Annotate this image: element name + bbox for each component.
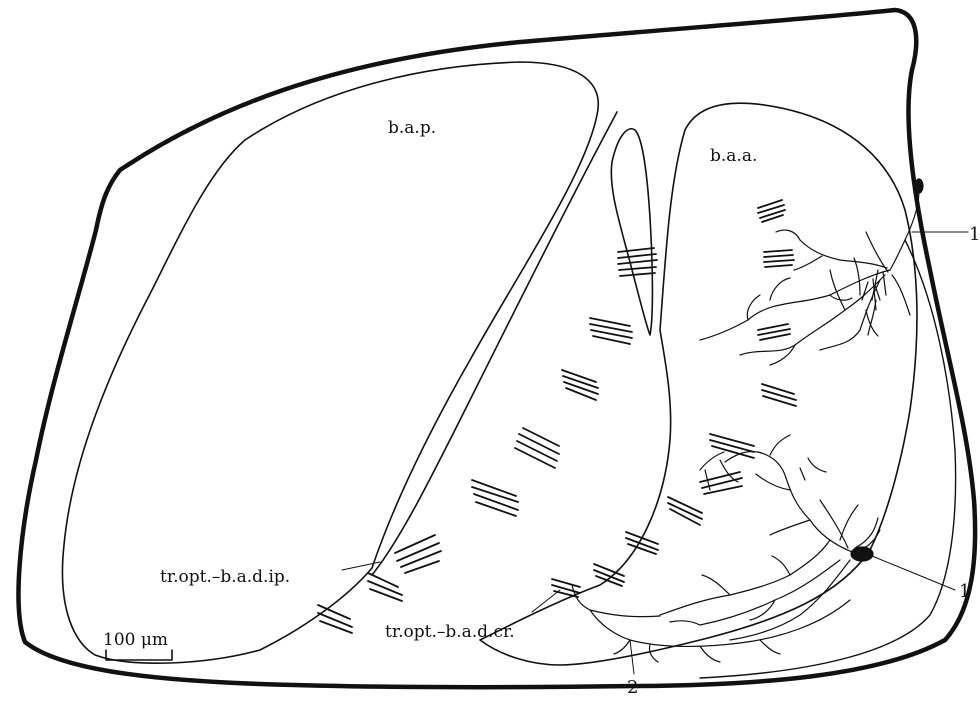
bundle: [562, 370, 598, 400]
label-tract-ipsilateral: tr.opt.–b.a.d.ip.: [160, 567, 290, 587]
label-neuron-lower-number: 1: [959, 581, 970, 602]
lobe-posterior-outline: [62, 62, 598, 663]
bundle: [318, 605, 352, 633]
label-lobe-posterior: b.a.p.: [388, 118, 436, 138]
bundle: [710, 434, 754, 458]
bundle: [764, 250, 794, 267]
bundle: [515, 428, 559, 468]
leader-lines: [342, 232, 968, 674]
bundle: [594, 564, 624, 586]
lobe-anterior-outline: [480, 103, 917, 665]
leader-neuron-lower: [872, 556, 955, 590]
bundle: [368, 573, 402, 601]
optic-tract-bundles: [318, 200, 796, 633]
neuron-upper-soma: [915, 179, 923, 193]
neuron-upper: [700, 179, 923, 365]
intermediate-tongue: [611, 129, 652, 335]
leader-fibre-2: [630, 640, 634, 674]
leader-tract-ipsilateral: [342, 562, 380, 570]
scale-bar: [106, 650, 172, 660]
bundle: [762, 384, 796, 406]
bundle: [758, 200, 785, 222]
neuron-lower: [660, 435, 880, 640]
bundle: [626, 532, 658, 554]
label-neuron-upper-number: 1: [969, 224, 980, 245]
label-lobe-anterior: b.a.a.: [710, 146, 757, 166]
tract-channel-boundary: [372, 112, 617, 575]
bundle: [758, 324, 790, 340]
crossed-fibre: [572, 585, 850, 662]
bundle: [395, 535, 441, 573]
bundle: [668, 497, 702, 525]
label-fibre-number: 2: [627, 677, 638, 698]
label-scale-bar: 100 μm: [103, 630, 168, 650]
label-tract-crossed: tr.opt.–b.a.d.cr.: [385, 622, 515, 642]
bundle: [472, 480, 518, 516]
bundle: [590, 318, 632, 344]
